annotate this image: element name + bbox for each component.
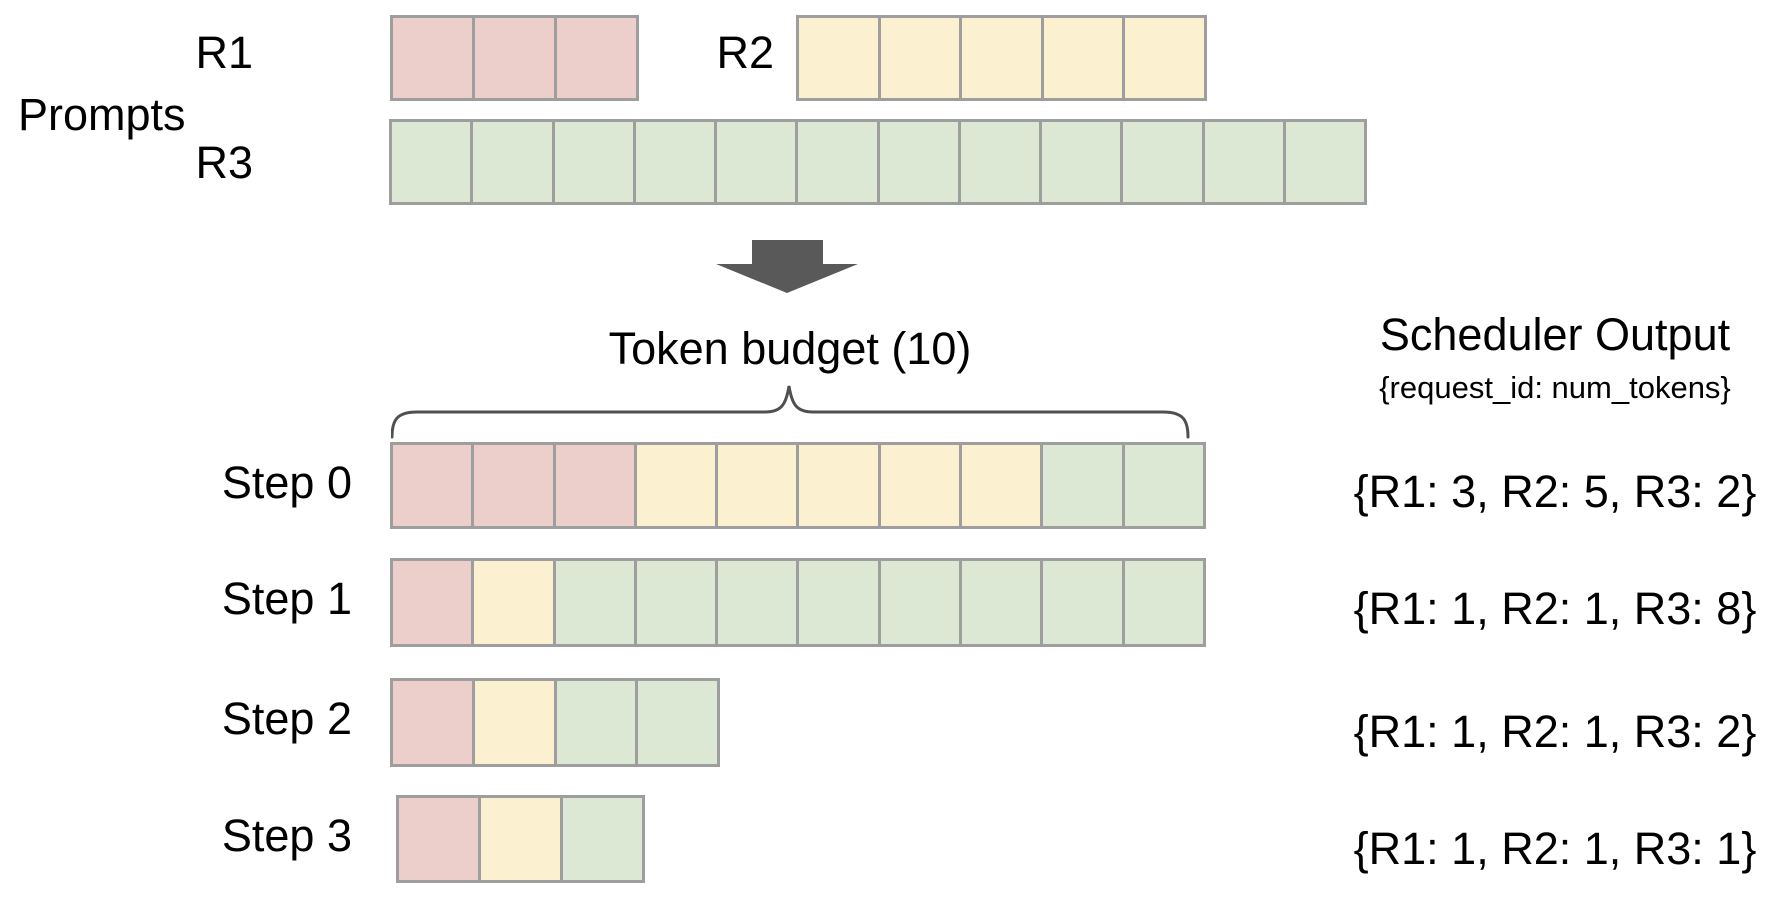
token-cell-r3: [552, 561, 634, 644]
token-cell-r3: [1039, 122, 1121, 202]
token-cell-r3: [715, 561, 797, 644]
token-cell-r3: [392, 122, 471, 202]
step-1-label: Step 1: [221, 573, 352, 624]
token-cell-r3: [635, 681, 717, 764]
scheduler-output-subtitle: {request_id: num_tokens}: [1379, 370, 1731, 405]
step-2-label: Step 2: [221, 693, 352, 744]
token-cell-r2: [796, 445, 878, 526]
token-cell-r3: [1121, 445, 1203, 526]
scheduler-output-step-0: {R1: 3, R2: 5, R3: 2}: [1353, 466, 1757, 517]
token-cell-r3: [553, 681, 636, 764]
step-3-token-row: [396, 795, 645, 883]
token-cell-r3: [959, 561, 1041, 644]
token-budget-brace: [391, 385, 1190, 439]
scheduler-output-step-3: {R1: 1, R2: 1, R3: 1}: [1353, 823, 1757, 874]
down-arrow-icon: [716, 240, 858, 293]
token-cell-r1: [393, 18, 472, 98]
token-cell-r3: [795, 122, 877, 202]
scheduler-output-step-2: {R1: 1, R2: 1, R3: 2}: [1353, 706, 1757, 757]
token-cell-r3: [1040, 445, 1122, 526]
scheduler-output-step-1: {R1: 1, R2: 1, R3: 8}: [1353, 583, 1757, 634]
token-cell-r3: [876, 122, 958, 202]
prompts-label: Prompts: [18, 89, 186, 140]
step-0-token-row: [390, 442, 1206, 529]
token-cell-r3: [633, 561, 716, 644]
token-cell-r2: [633, 445, 716, 526]
token-cell-r3: [796, 561, 878, 644]
request-r2-label: R2: [716, 27, 774, 78]
request-r3-label: R3: [195, 137, 253, 188]
token-cell-r2: [799, 18, 878, 98]
step-1-token-row: [390, 558, 1206, 647]
token-cell-r3: [714, 122, 796, 202]
token-cell-r1: [471, 445, 553, 526]
token-cell-r1: [393, 681, 472, 764]
token-cell-r1: [472, 18, 554, 98]
token-cell-r1: [393, 561, 472, 644]
token-cell-r3: [632, 122, 714, 202]
token-cell-r3: [957, 122, 1039, 202]
token-cell-r2: [478, 798, 560, 880]
prompt-row-r3: [389, 119, 1367, 205]
token-cell-r2: [1040, 18, 1123, 98]
token-cell-r2: [959, 18, 1041, 98]
prompt-row-r2: [796, 15, 1207, 101]
token-cell-r2: [877, 18, 960, 98]
token-cell-r2: [1122, 18, 1204, 98]
token-cell-r3: [877, 561, 960, 644]
token-cell-r2: [715, 445, 797, 526]
token-cell-r2: [471, 561, 553, 644]
token-cell-r2: [877, 445, 960, 526]
token-cell-r3: [1120, 122, 1202, 202]
scheduler-output-title: Scheduler Output: [1379, 309, 1731, 360]
token-cell-r3: [560, 798, 642, 880]
token-cell-r3: [1201, 122, 1283, 202]
token-cell-r1: [399, 798, 478, 880]
token-cell-r1: [554, 18, 636, 98]
token-cell-r2: [471, 681, 554, 764]
step-0-label: Step 0: [221, 457, 352, 508]
token-cell-r3: [1282, 122, 1364, 202]
token-budget-label: Token budget (10): [608, 323, 972, 374]
request-r1-label: R1: [195, 27, 253, 78]
token-cell-r2: [959, 445, 1041, 526]
token-cell-r3: [1121, 561, 1203, 644]
token-cell-r3: [1040, 561, 1122, 644]
token-cell-r3: [470, 122, 552, 202]
token-cell-r3: [551, 122, 633, 202]
step-3-label: Step 3: [221, 810, 352, 861]
token-cell-r1: [552, 445, 634, 526]
token-cell-r1: [393, 445, 472, 526]
prompt-row-r1: [390, 15, 639, 101]
step-2-token-row: [390, 678, 720, 767]
